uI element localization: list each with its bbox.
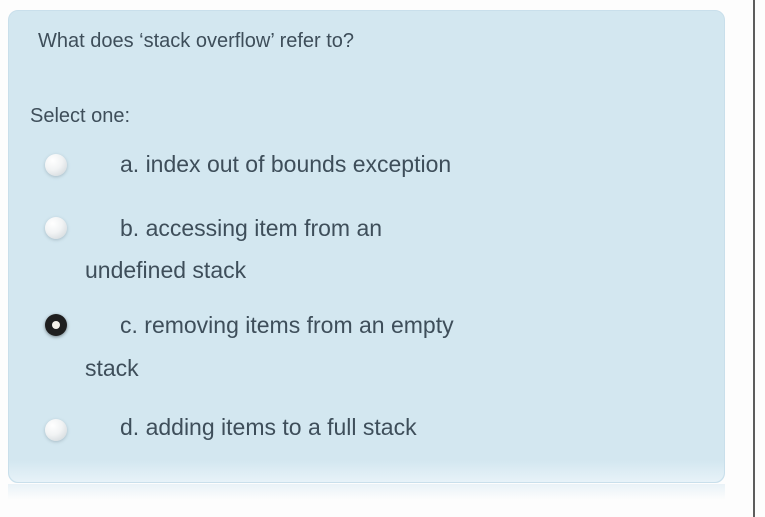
card-bottom-fade [8, 484, 725, 500]
option-c-label-line-2[interactable]: stack [85, 355, 139, 381]
select-one-prompt: Select one: [30, 105, 131, 127]
option-a-label[interactable]: a. index out of bounds exception [120, 151, 452, 177]
radio-option-d[interactable] [45, 419, 67, 441]
option-c-label-line-1[interactable]: c. removing items from an empty [120, 312, 454, 338]
option-b-label-line-2[interactable]: undefined stack [85, 257, 247, 283]
question-card [8, 10, 725, 483]
radio-option-a[interactable] [45, 154, 67, 176]
page-vertical-divider [753, 0, 755, 517]
option-b-label-line-1[interactable]: b. accessing item from an [120, 215, 383, 241]
radio-option-c[interactable] [45, 314, 67, 336]
question-text: What does ‘stack overflow’ refer to? [38, 30, 355, 52]
option-d-label[interactable]: d. adding items to a full stack [120, 414, 417, 440]
radio-option-b[interactable] [45, 217, 67, 239]
